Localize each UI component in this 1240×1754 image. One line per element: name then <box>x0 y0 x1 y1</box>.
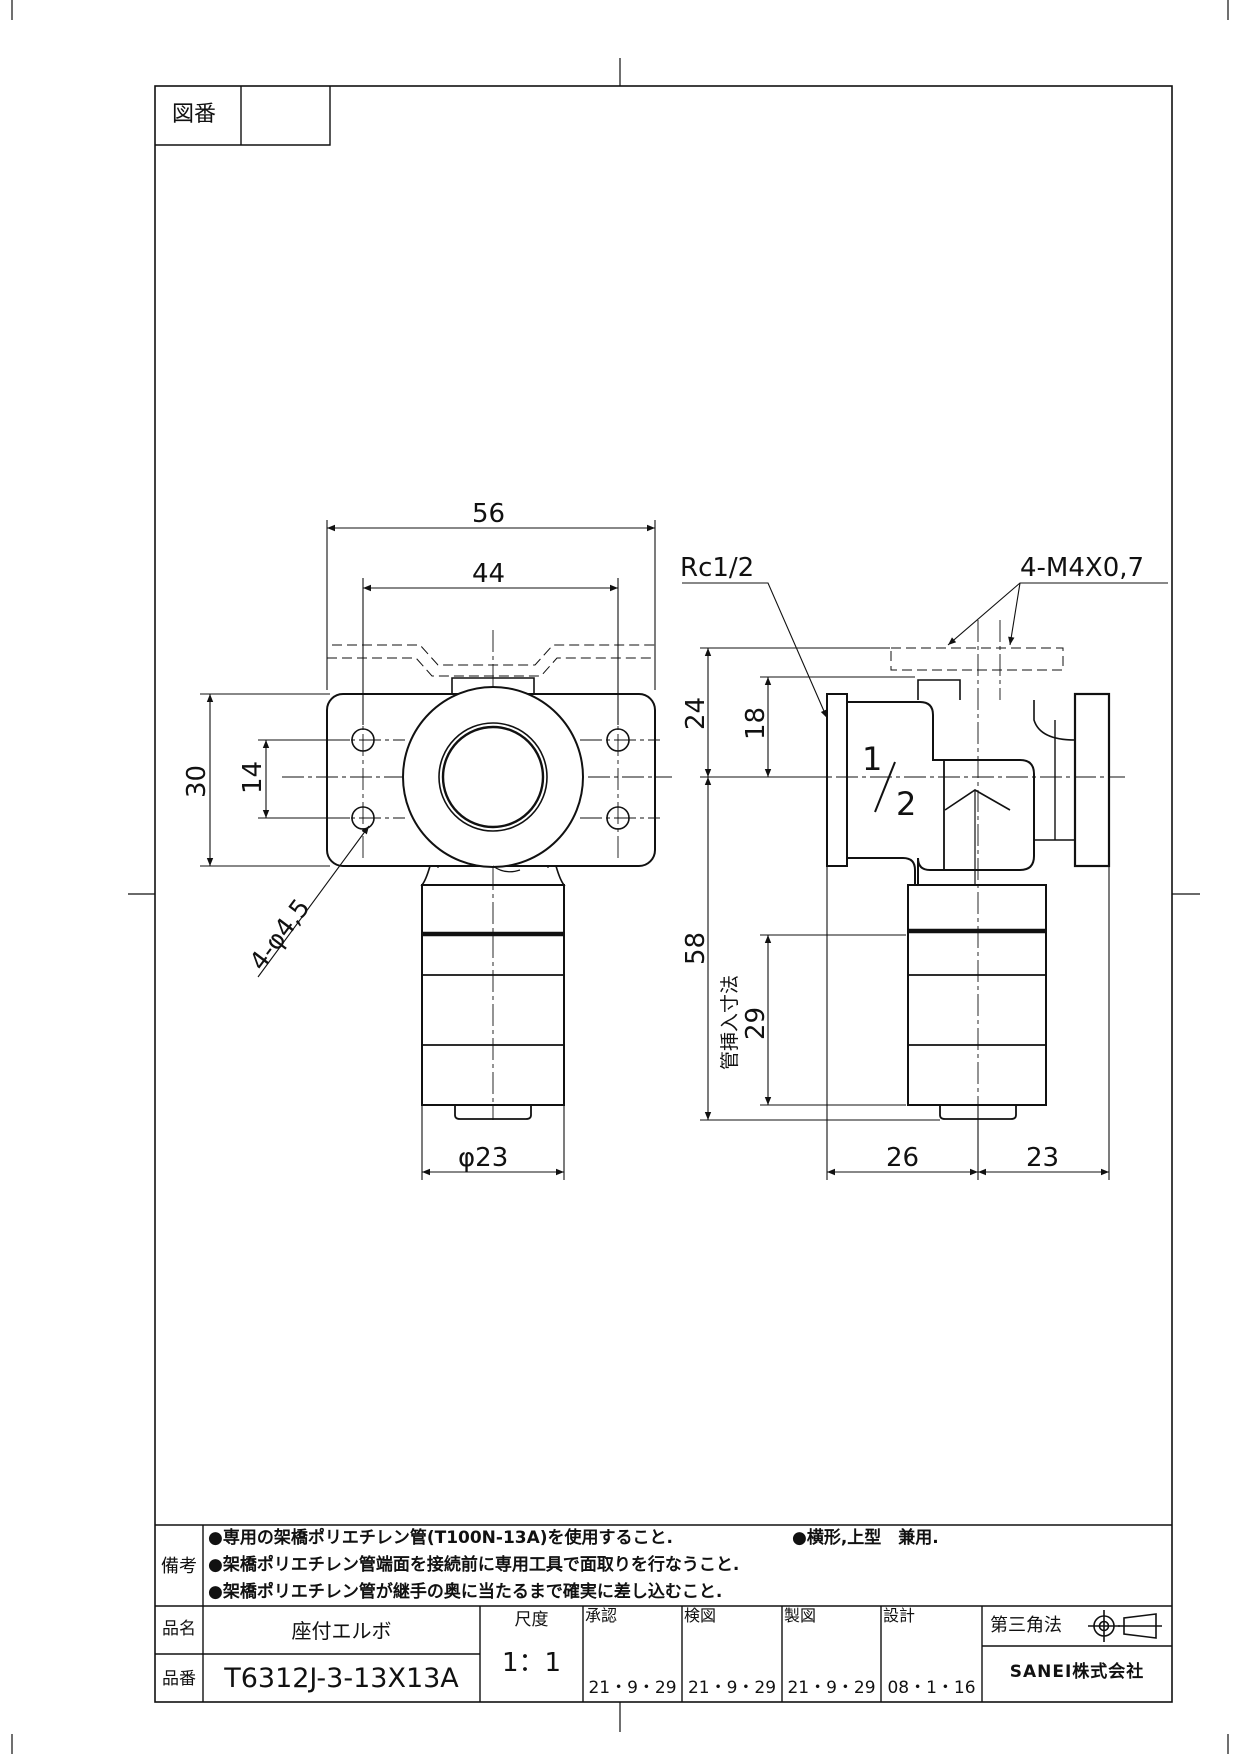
product-name-label: 品名 <box>162 1619 196 1639</box>
note-side: ●横形,上型 兼用. <box>792 1528 939 1548</box>
projection-label: 第三角法 <box>990 1615 1062 1636</box>
product-name: 座付エルボ <box>291 1619 392 1643</box>
company-name: SANEI株式会社 <box>1009 1662 1145 1682</box>
thread-mark-numerator: 1 <box>862 740 882 778</box>
dim-socket-diameter: φ23 <box>458 1143 508 1173</box>
front-view <box>282 630 672 1120</box>
dim-overall-width: 56 <box>472 499 505 529</box>
check-date: 21・9・29 <box>687 1678 777 1698</box>
note-2: ●架橋ポリエチレン管端面を接続前に専用工具で面取りを行なうこと. <box>208 1555 740 1575</box>
dim-height-top: 24 <box>681 697 711 730</box>
dim-hole-pitch-y: 14 <box>238 761 268 794</box>
drawing-border <box>154 85 1173 1703</box>
drafting-date: 21・9・29 <box>787 1678 876 1698</box>
dim-insertion-depth: 29 <box>741 1007 771 1040</box>
dim-insertion-label: 管挿入寸法 <box>719 975 741 1070</box>
front-view-dimensions <box>200 520 656 1180</box>
dim-plate-height: 30 <box>182 765 212 798</box>
approval-label: 承認 <box>585 1606 618 1625</box>
product-number: T6312J-3-13X13A <box>224 1663 459 1694</box>
side-view: 1 2 <box>700 620 1125 1125</box>
dim-inner-18: 18 <box>741 707 771 740</box>
dim-depth-23: 23 <box>1026 1143 1059 1173</box>
product-number-label: 品番 <box>162 1669 196 1689</box>
dim-height-bottom: 58 <box>681 932 711 965</box>
scale-value: 1：1 <box>501 1648 562 1678</box>
third-angle-projection-icon <box>1088 1610 1162 1642</box>
design-label: 設計 <box>883 1606 916 1625</box>
drawing-number-box <box>155 86 331 146</box>
note-3: ●架橋ポリエチレン管が継手の奥に当たるまで確実に差し込むこと. <box>208 1582 723 1602</box>
scale-label: 尺度 <box>514 1610 549 1630</box>
dim-hole-pitch-x: 44 <box>472 559 505 589</box>
side-view-dimensions <box>682 582 1168 1180</box>
check-label: 検図 <box>684 1606 717 1625</box>
drawing-number-label: 図番 <box>172 102 217 127</box>
dim-thread: Rc1/2 <box>680 553 754 583</box>
dim-screws: 4-M4X0,7 <box>1020 553 1144 583</box>
note-1: ●専用の架橋ポリエチレン管(T100N-13A)を使用すること. <box>208 1528 674 1548</box>
sheet-marks <box>11 0 1229 1754</box>
title-block-grid <box>155 1524 1172 1702</box>
dim-depth-26: 26 <box>886 1143 919 1173</box>
design-date: 08・1・16 <box>887 1678 976 1698</box>
dim-holes: 4-φ4,5 <box>244 893 316 975</box>
approval-date: 21・9・29 <box>588 1678 677 1698</box>
remarks-label: 備考 <box>161 1556 197 1577</box>
drafting-label: 製図 <box>784 1606 817 1625</box>
thread-mark-denominator: 2 <box>896 785 916 823</box>
